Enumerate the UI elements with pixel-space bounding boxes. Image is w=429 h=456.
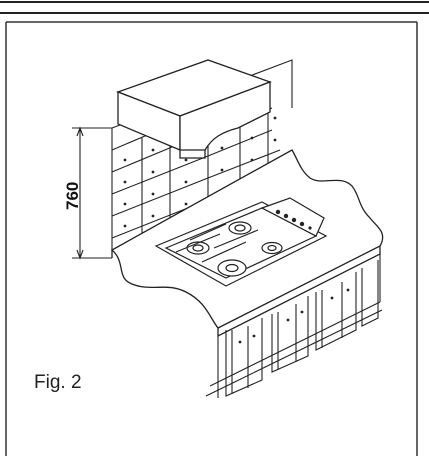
dimension-label: 760 bbox=[63, 182, 82, 210]
tiled-wall bbox=[111, 59, 293, 250]
figure-frame bbox=[5, 21, 418, 456]
gas-hob bbox=[154, 197, 328, 287]
range-hood bbox=[116, 59, 272, 159]
height-dimension bbox=[72, 126, 112, 260]
header-rule bbox=[0, 1, 429, 14]
figure-caption: Fig. 2 bbox=[34, 372, 82, 393]
base-cabinets bbox=[205, 254, 383, 398]
